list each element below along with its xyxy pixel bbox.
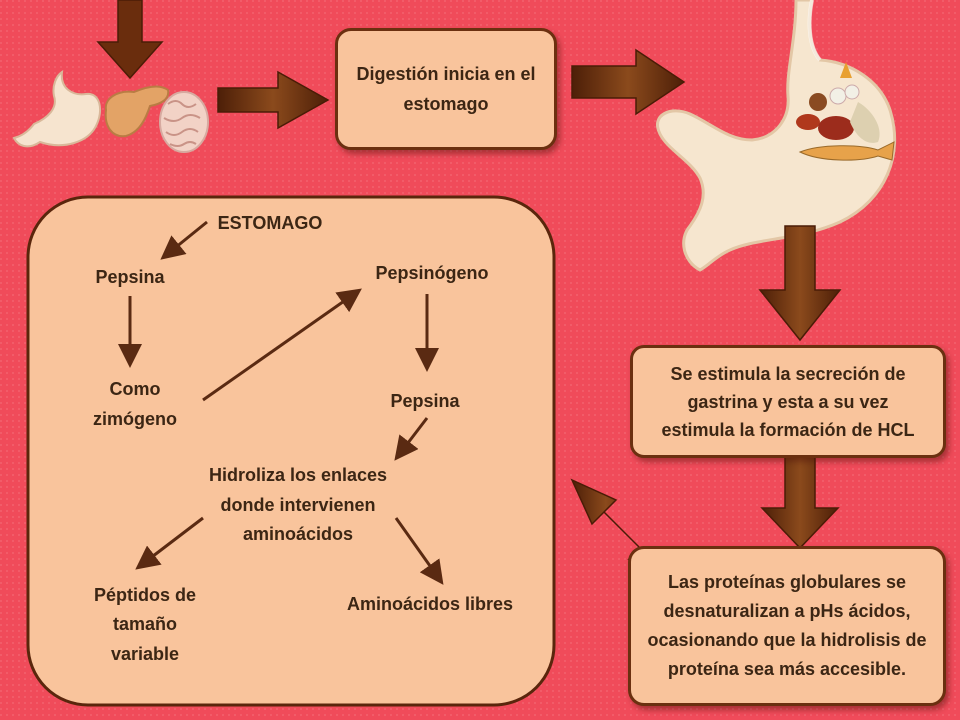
- label-hidroliza-2: donde intervienen: [220, 495, 376, 515]
- intestine-icon: [159, 91, 209, 153]
- block-arrow-down-topleft: [96, 0, 164, 80]
- proteins-text: Las proteínas globulares se desnaturaliz…: [647, 572, 927, 679]
- gastrina-box: Se estimula la secreción de gastrina y e…: [630, 345, 946, 458]
- label-peptidos-2: tamaño: [112, 614, 177, 634]
- block-arrow-down-right: [758, 225, 842, 342]
- label-peptidos-1: Péptidos de: [93, 585, 196, 605]
- label-estomago: ESTOMAGO: [217, 213, 323, 233]
- label-pepsina-left: Pepsina: [95, 267, 165, 287]
- panel-arrows: [118, 220, 444, 585]
- proteins-box: Las proteínas globulares se desnaturaliz…: [628, 546, 946, 706]
- digestion-start-text: Digestión inicia en el estomago: [356, 64, 536, 114]
- label-como: Como: [109, 379, 161, 399]
- label-hidroliza-3: aminoácidos: [242, 524, 354, 544]
- gastrina-text: Se estimula la secreción de gastrina y e…: [661, 363, 915, 440]
- label-hidroliza-1: Hidroliza los enlaces: [208, 465, 388, 485]
- block-arrow-right-2: [571, 48, 686, 116]
- block-arrow-diagonal: [570, 478, 642, 561]
- pancreas-icon: [104, 85, 170, 138]
- digestion-start-box: Digestión inicia en el estomago: [335, 28, 557, 150]
- block-arrow-down-right-2: [760, 455, 840, 550]
- label-peptidos-3: variable: [110, 644, 180, 664]
- label-pepsinogeno: Pepsinógeno: [375, 263, 489, 283]
- label-zimogeno: zimógeno: [93, 409, 177, 429]
- label-pepsina-right: Pepsina: [390, 391, 460, 411]
- label-aminoacidos-libres: Aminoácidos libres: [346, 594, 514, 614]
- stomach-small-icon: [12, 69, 102, 148]
- stomach-illustration: [656, 0, 897, 272]
- block-arrow-right-1: [217, 70, 330, 130]
